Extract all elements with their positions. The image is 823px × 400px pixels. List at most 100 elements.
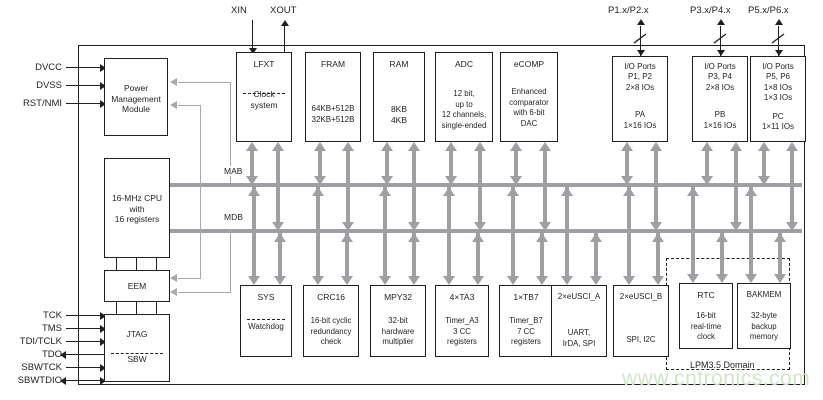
stem-mpy-mdb-up: [407, 233, 420, 242]
block-ram[interactable]: RAM 8KB 4KB: [373, 52, 425, 142]
block-mpy32[interactable]: MPY32 32-bit hardware multiplier: [370, 285, 426, 357]
site-watermark: www.cntronics.com: [622, 367, 811, 390]
block-eusci-b[interactable]: 2×eUSCI_B SPI, I2C: [613, 285, 669, 357]
stem-sys-mdb: [278, 233, 282, 277]
arrow-dvcc: [100, 63, 106, 72]
stem-pb-mab: [705, 150, 709, 179]
arrow-p1p2-down: [636, 50, 645, 56]
stem-bakmem-mdb-down: [773, 274, 786, 283]
block-port-pc[interactable]: I/O Ports P5, P6 1×8 IOs 1×3 IOs PC 1×11…: [750, 56, 806, 142]
block-port-pc-l4: 1×3 IOs: [763, 93, 793, 102]
block-crc16-sub2: redundancy: [310, 326, 352, 336]
feedback-eem-2-arrow: [170, 288, 177, 296]
block-lfxt[interactable]: LFXT Clock system: [236, 52, 292, 142]
wire-sbwtck: [66, 367, 104, 369]
arrow-sbwtck: [100, 363, 106, 372]
stub-eem-jtag-2: [136, 302, 138, 314]
block-port-pb[interactable]: I/O Ports P3, P4 2×8 IOs PB 1×16 IOs: [692, 56, 748, 142]
stem-rtc-mab: [691, 187, 695, 275]
block-lfxt-separator: [243, 93, 285, 94]
block-power-line3: Module: [122, 104, 150, 114]
block-fram[interactable]: FRAM 64KB+512B 32KB+512B: [305, 52, 361, 142]
wire-tms: [66, 328, 104, 330]
stem-adc-mab: [449, 150, 453, 179]
stem-ecomp-mdb: [543, 150, 547, 225]
feedback-pmm-1-horizontal: [178, 82, 231, 84]
stem-rtc-mdb-down: [715, 274, 728, 283]
block-sys-sub1: Watchdog: [248, 322, 284, 331]
block-eusci-a[interactable]: 2×eUSCI_A UART, IrDA, SPI: [551, 285, 607, 357]
stem-pc-mdb-down: [785, 222, 798, 231]
block-eem[interactable]: EEM: [104, 270, 170, 302]
block-adc-sub1: 12 bit,: [453, 89, 475, 98]
pin-label-p3p4: P3.x/P4.x: [690, 5, 731, 16]
block-port-pa[interactable]: I/O Ports P1, P2 2×8 IOs PA 1×16 IOs: [612, 56, 668, 142]
arrow-tck: [100, 311, 106, 320]
stem-eusci-b-mdb: [656, 233, 660, 277]
stem-ecomp-mdb-down: [538, 222, 551, 231]
stem-pc-mdb: [790, 150, 794, 225]
wire-xin: [252, 20, 254, 52]
feedback-eem-1-vertical: [200, 183, 202, 278]
block-crc16-title: CRC16: [317, 292, 345, 302]
stem-eusci-b-mdb-down: [651, 276, 664, 285]
stem-pc-mab-down: [757, 176, 770, 185]
block-fram-sub2: 32KB+512B: [311, 114, 355, 124]
stem-sys-mab-up: [247, 187, 260, 196]
pin-label-tms: TMS: [41, 323, 62, 334]
block-power-management[interactable]: Power Management Module: [104, 58, 168, 136]
arrow-p3p4-up: [716, 19, 725, 25]
stem-sys-mab: [252, 187, 256, 277]
stem-eusci-b-mab: [627, 187, 631, 277]
stem-ta3-mdb-up: [471, 233, 484, 242]
block-ecomp-sub4: DAC: [520, 118, 538, 128]
stem-ta3-mab-up: [442, 187, 455, 196]
block-adc[interactable]: ADC 12 bit, up to 12 channels, single-en…: [435, 52, 493, 142]
block-timer-a3-sub1: Timer_A3: [445, 316, 479, 325]
arrow-p5p6-down: [774, 50, 783, 56]
block-cpu[interactable]: 16-MHz CPU with 16 registers: [104, 158, 170, 258]
block-ram-title: RAM: [389, 59, 409, 69]
block-jtag-sbw[interactable]: JTAG SBW: [104, 314, 170, 382]
stem-eusci-b-mab-up: [622, 187, 635, 196]
stem-mpy-mdb: [412, 233, 416, 277]
block-port-pc-l2: P5, P6: [765, 72, 790, 81]
stem-ram-mdb-up: [407, 142, 420, 151]
arrow-p1p2-up: [636, 19, 645, 25]
stem-eusci-a-mab-down: [560, 276, 573, 285]
block-power-line2: Management: [111, 93, 161, 104]
arrow-tdi-tclk: [100, 337, 106, 346]
block-sys[interactable]: SYS Watchdog: [240, 285, 292, 357]
bus-slash-p1p2: [633, 33, 647, 44]
block-crc16[interactable]: CRC16 16-bit cyclic redundancy check: [303, 285, 359, 357]
stem-lfxt-mab-down: [245, 176, 258, 185]
block-crc16-sub3: check: [320, 337, 342, 346]
stub-cpu-eem-2: [136, 258, 138, 270]
stem-ram-mdb-down: [407, 222, 420, 231]
stem-ram-mab-up: [380, 142, 393, 151]
stem-eusci-a-mdb: [594, 233, 598, 277]
stem-tb7-mab-down: [506, 276, 519, 285]
block-timer-b7-title: 1×TB7: [513, 292, 539, 302]
block-ecomp[interactable]: eCOMP Enhanced comparator with 6-bit DAC: [500, 52, 558, 142]
stem-pa-mdb-down: [649, 222, 662, 231]
stem-ta3-mab: [447, 187, 451, 277]
bus-mab: [140, 183, 802, 187]
block-timer-a3[interactable]: 4×TA3 Timer_A3 3 CC registers: [435, 285, 489, 357]
block-lfxt-sub1: Clock: [253, 89, 275, 99]
block-mpy32-sub2: hardware: [381, 326, 415, 336]
wire-sbwtdio: [66, 380, 104, 382]
stem-ram-mab-down: [380, 176, 393, 185]
stem-bakmem-mdb: [778, 233, 782, 275]
block-eem-title: EEM: [127, 281, 147, 291]
block-sys-separator: [247, 319, 285, 320]
block-timer-b7[interactable]: 1×TB7 Timer_B7 7 CC registers: [499, 285, 553, 357]
block-port-pa-l3: 2×8 IOs: [625, 82, 655, 92]
block-eusci-a-title: 2×eUSCI_A: [557, 292, 601, 301]
stem-pa-mab-down: [620, 176, 633, 185]
pin-label-tdi-tclk: TDI/TCLK: [19, 336, 62, 347]
feedback-eem-1-arrow: [170, 274, 177, 282]
block-rtc[interactable]: RTC 16-bit real-time clock: [679, 283, 733, 349]
block-bakmem[interactable]: BAKMEM 32-byte backup memory: [737, 283, 791, 349]
block-sys-title: SYS: [257, 292, 275, 302]
